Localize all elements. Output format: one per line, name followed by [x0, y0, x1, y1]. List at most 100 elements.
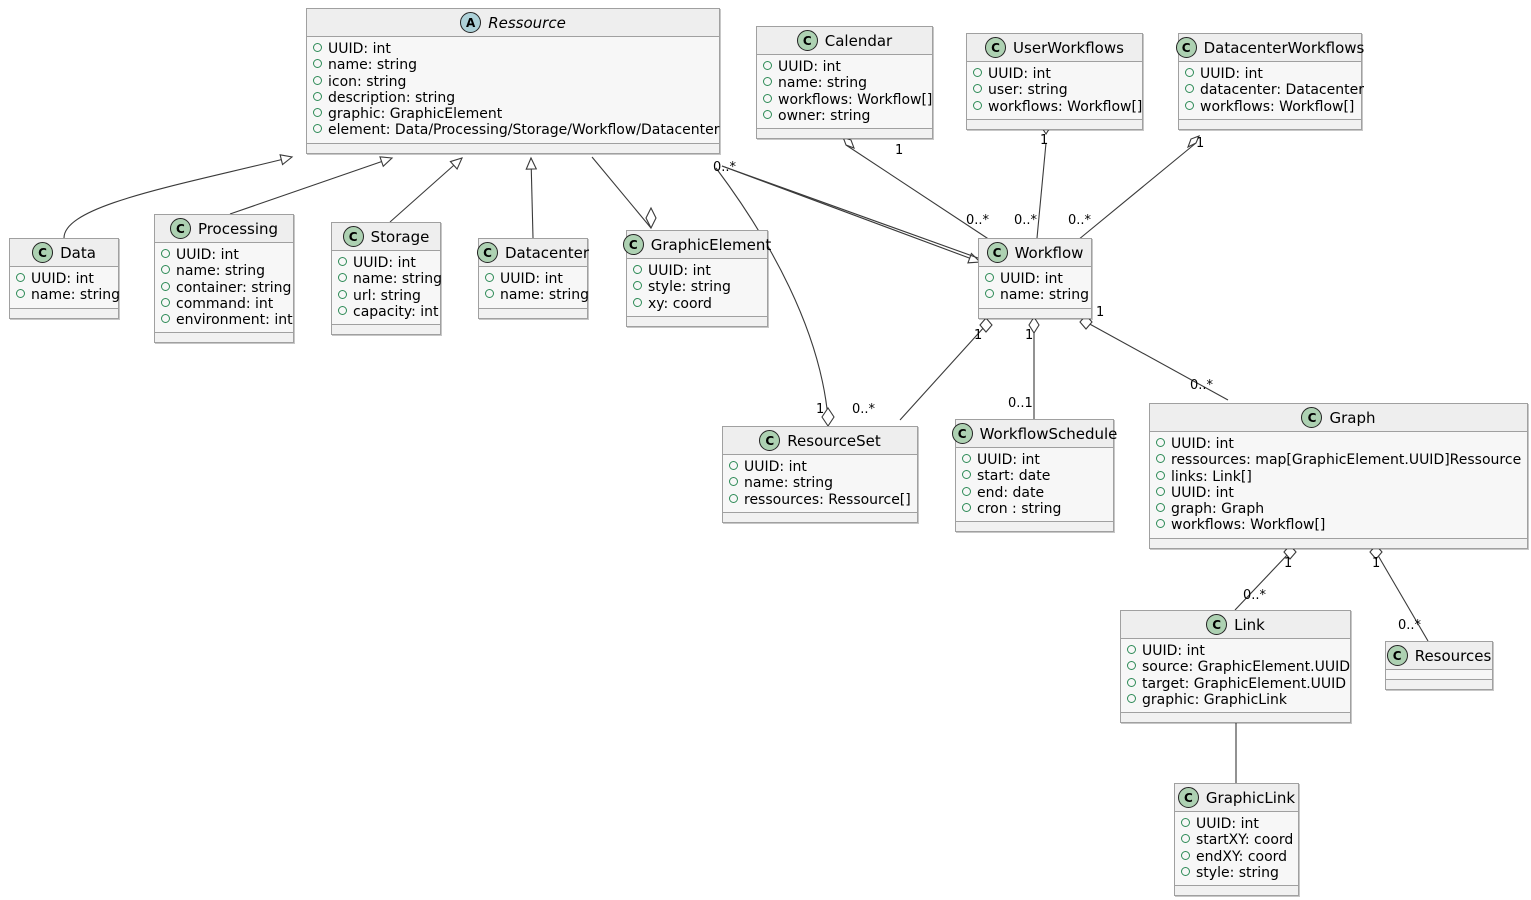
edge-processing-ressource — [229, 156, 394, 215]
multiplicity-label: 1 — [895, 143, 904, 158]
class-attribute: icon: string — [313, 74, 713, 90]
class-icon: C — [169, 218, 191, 239]
attribute-label: graph: Graph — [1171, 501, 1265, 518]
multiplicity-label: 1 — [1025, 328, 1034, 343]
edge-userworkflows-workflow — [1036, 142, 1047, 239]
class-attribute: name: string — [985, 287, 1089, 303]
class-attribute: description: string — [313, 90, 713, 106]
multiplicity-label: 0..1 — [1008, 396, 1033, 411]
class-attribute: UUID: int — [313, 41, 713, 57]
class-icon: C — [622, 234, 644, 255]
attribute-label: UUID: int — [1000, 271, 1063, 287]
class-attribute: UUID: int — [633, 263, 761, 279]
visibility-public-icon — [338, 273, 347, 283]
class-attribute: user: string — [973, 82, 1136, 98]
visibility-public-icon — [161, 281, 170, 291]
class-methods-link — [1121, 712, 1350, 723]
attribute-label: workflows: Workflow[] — [1171, 517, 1326, 534]
class-name-processing: Processing — [197, 219, 279, 238]
class-attribute: workflows: Workflow[] — [973, 99, 1142, 115]
attribute-label: name: string — [31, 287, 121, 304]
class-attribute: UUID: int — [16, 271, 112, 287]
attribute-label: icon: string — [328, 73, 407, 90]
attribute-label: user: string — [988, 82, 1068, 99]
class-attribute: xy: coord — [633, 296, 761, 312]
class-attribute: UUID: int — [763, 59, 926, 75]
attribute-label: UUID: int — [1171, 484, 1234, 501]
class-attribute: style: string — [1181, 865, 1292, 881]
visibility-public-icon — [313, 43, 322, 52]
class-attribute: capacity: int — [338, 304, 439, 320]
class-icon: C — [951, 423, 973, 444]
class-attribute: name: string — [485, 287, 589, 303]
multiplicity-label: 0..* — [1243, 588, 1267, 603]
attribute-label: endXY: coord — [1196, 848, 1288, 865]
visibility-public-icon — [313, 59, 322, 69]
abstract-class-icon: A — [460, 12, 482, 33]
multiplicity-label: 0..* — [1190, 378, 1214, 393]
visibility-public-icon — [338, 257, 347, 266]
class-name-datacenter: Datacenter — [504, 243, 590, 262]
edge-ressource-graphicelement — [591, 156, 652, 229]
class-attribute: UUID: int — [973, 66, 1136, 82]
multiplicity-label: 0..* — [966, 213, 990, 228]
class-attribute: UUID: int — [1156, 436, 1521, 452]
visibility-public-icon — [1185, 84, 1194, 94]
class-attribute: name: string — [338, 271, 442, 287]
class-icon: C — [342, 226, 364, 247]
attribute-label: description: string — [328, 89, 456, 106]
class-name-graphiclink: GraphicLink — [1205, 788, 1296, 807]
attribute-label: name: string — [1000, 287, 1090, 304]
visibility-public-icon — [1181, 818, 1190, 827]
attribute-label: UUID: int — [1171, 436, 1234, 452]
visibility-public-icon — [161, 265, 170, 275]
class-name-workflow: Workflow — [1014, 243, 1084, 262]
class-attribute: style: string — [633, 279, 761, 295]
visibility-public-icon — [633, 265, 642, 274]
visibility-public-icon — [1156, 438, 1165, 447]
attribute-label: UUID: int — [988, 66, 1051, 82]
class-icon: C — [1177, 787, 1199, 808]
class-attribute: UUID: int — [985, 271, 1085, 287]
class-name-link: Link — [1234, 615, 1265, 634]
multiplicity-label: 0..* — [713, 160, 737, 175]
class-name-ressource: Ressource — [488, 13, 566, 32]
attribute-label: name: string — [778, 75, 868, 92]
class-attribute: graphic: GraphicLink — [1127, 692, 1344, 708]
class-methods-data — [10, 307, 118, 318]
attribute-label: xy: coord — [648, 295, 712, 312]
class-header-graphiclink: C GraphicLink — [1175, 784, 1298, 812]
multiplicity-label: 0..* — [1068, 213, 1092, 228]
attribute-label: container: string — [176, 279, 292, 296]
multiplicity-label: 0..* — [1014, 213, 1038, 228]
class-attribute: name: string — [729, 475, 911, 491]
class-methods-datacenter — [479, 307, 587, 318]
visibility-public-icon — [1127, 661, 1136, 671]
multiplicity-label: 1 — [1196, 136, 1205, 151]
